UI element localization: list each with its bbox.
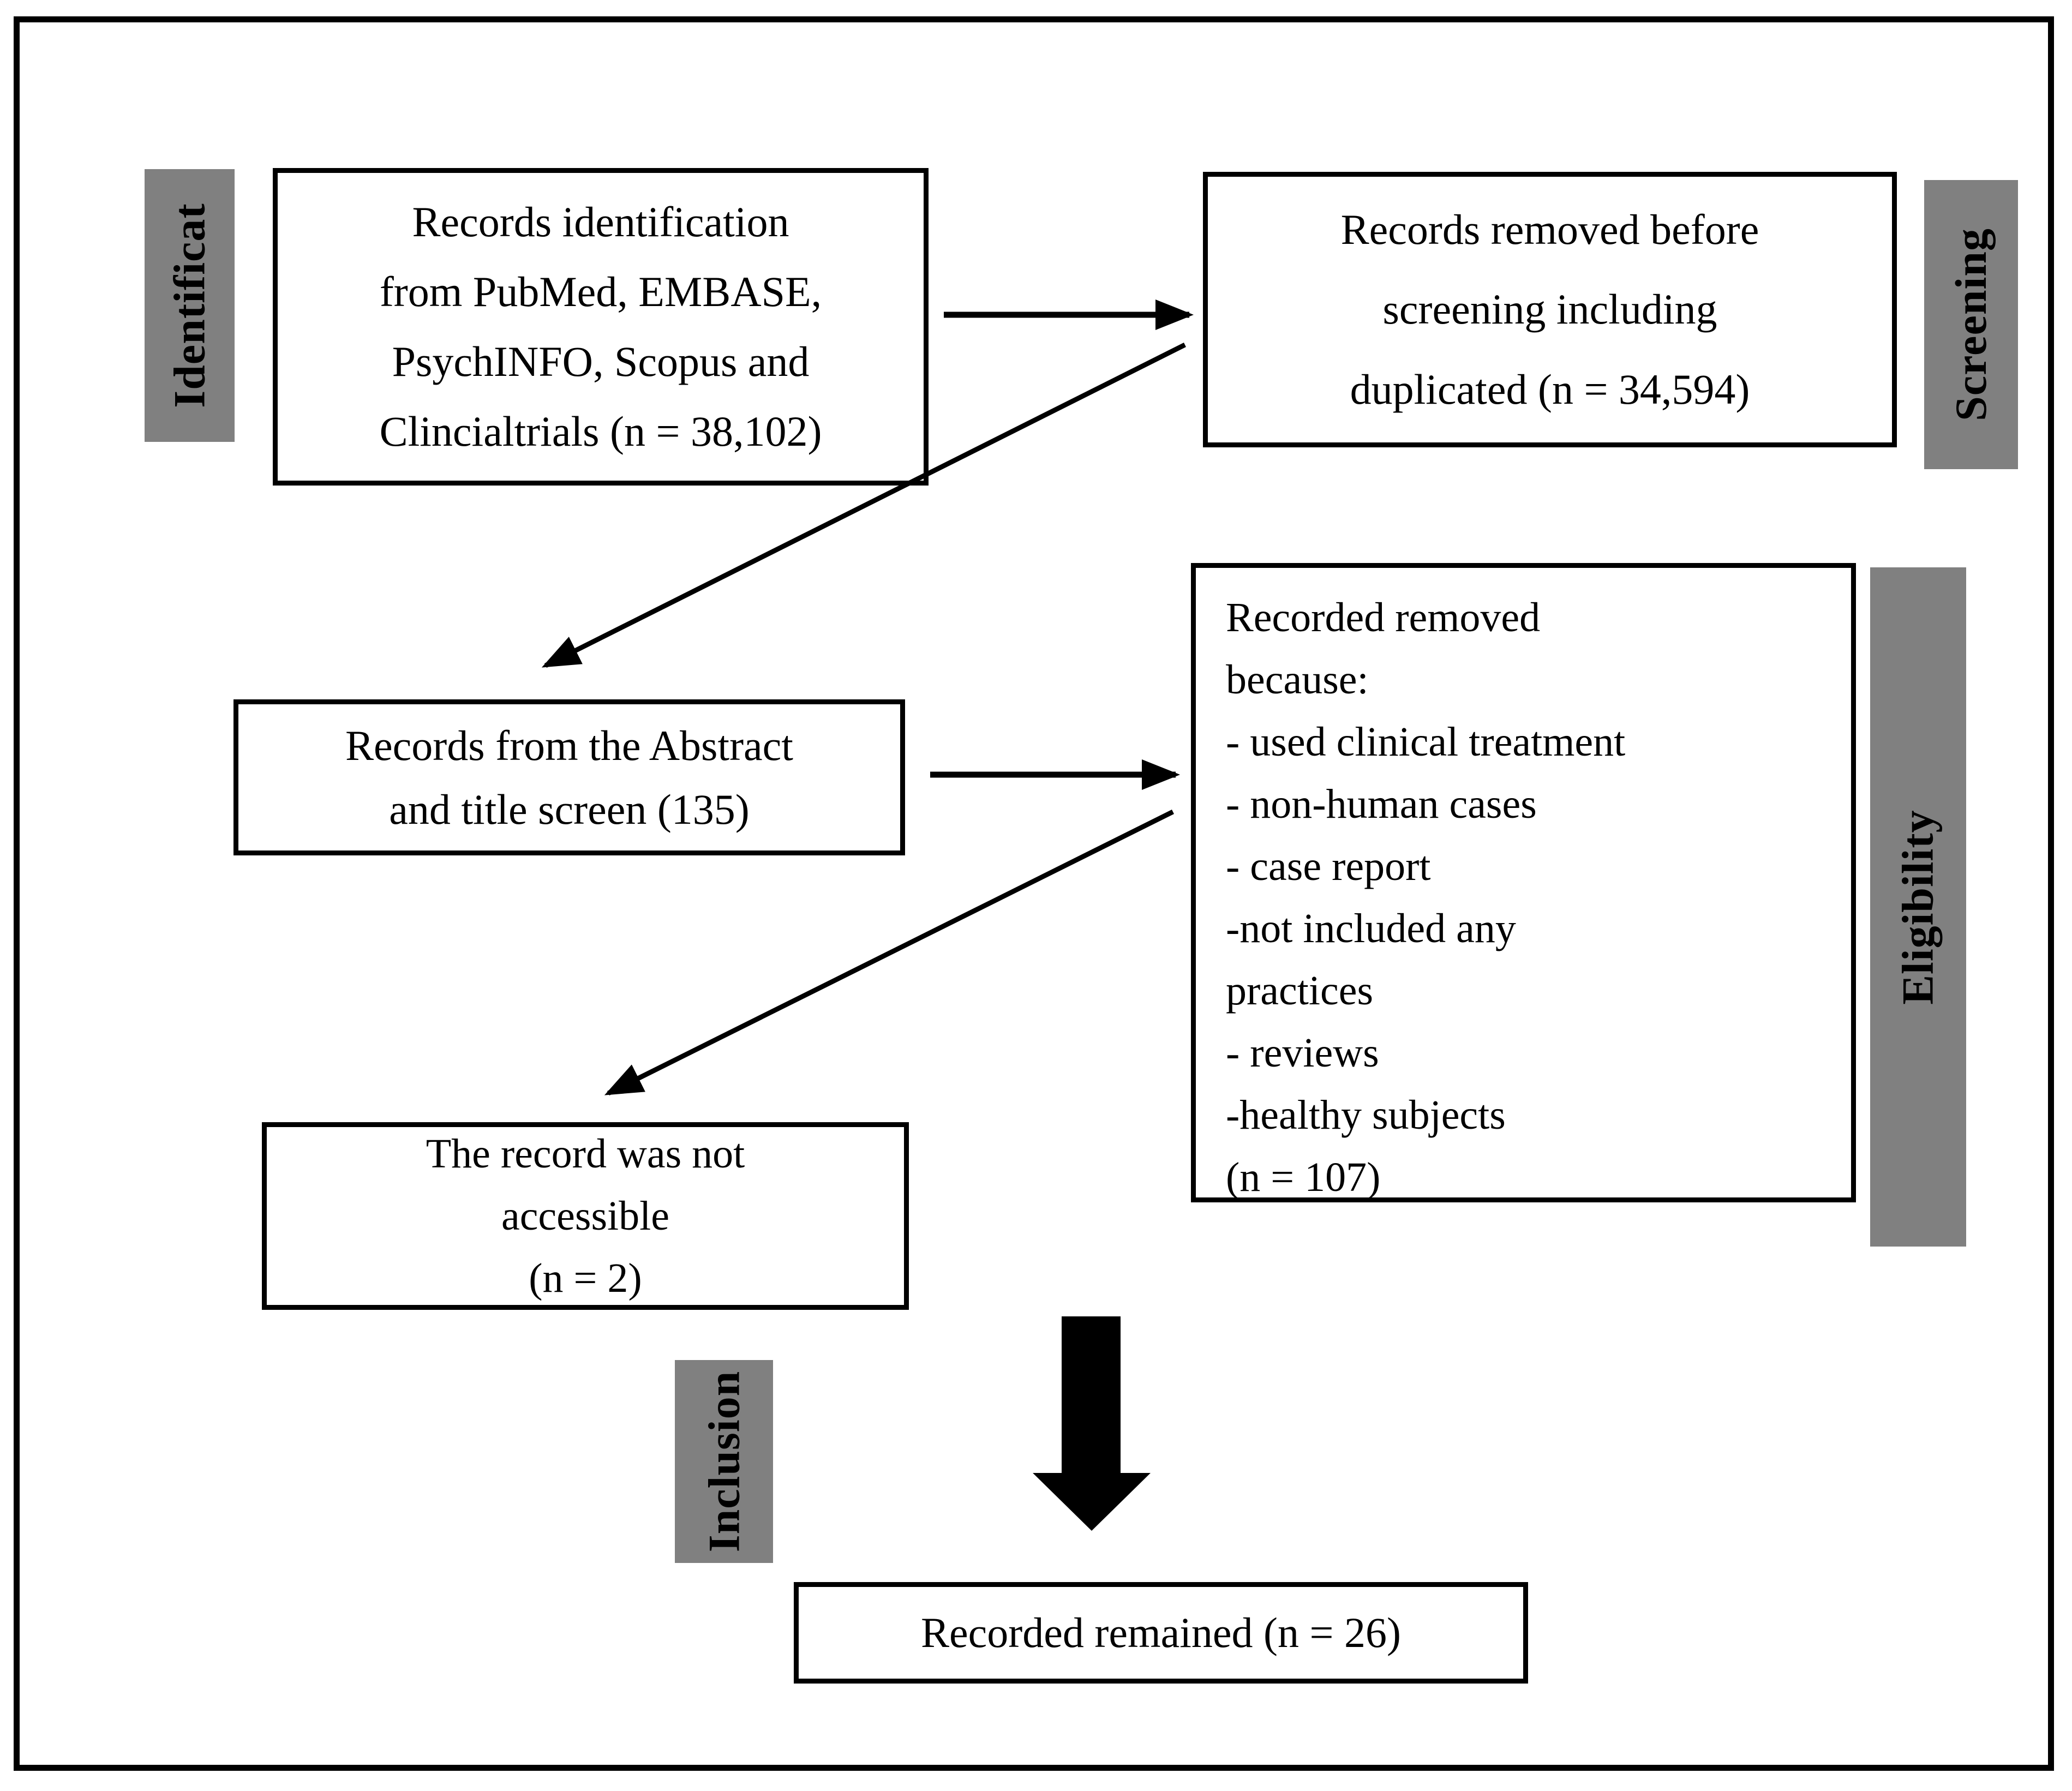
box-text-line: PsychINFO, Scopus and (392, 338, 810, 385)
box-text-line: practices (1226, 968, 1374, 1014)
stage-label-inclusion: Inclusion (699, 1370, 749, 1553)
box-text-line: Records from the Abstract (345, 722, 793, 769)
box-text-line: -not included any (1226, 906, 1516, 951)
stage-label-identification: Identificat (164, 203, 214, 408)
stage-bar-inclusion: Inclusion (675, 1360, 773, 1563)
box-text-line: The record was not (426, 1131, 745, 1177)
box-text-line: screening including (1382, 285, 1717, 333)
box-records-removed-because: Recorded removed because: - used clinical … (1191, 563, 1856, 1202)
box-text-line: Clincialtrials (n = 38,102) (379, 407, 822, 455)
box-text-line: Records identification (412, 198, 789, 246)
box-text-line: (n = 107) (1226, 1154, 1381, 1200)
box-record-not-accessible: The record was not accessible (n = 2) (262, 1122, 909, 1310)
stage-label-screening: Screening (1946, 228, 1996, 421)
box-records-removed-before-screening: Records removed before screening includin… (1203, 172, 1897, 447)
stage-bar-screening: Screening (1924, 180, 2018, 469)
box-text-line: - case report (1226, 843, 1431, 889)
stage-bar-eligibility: Eligibility (1870, 567, 1966, 1247)
box-text-line: Recorded remained (n = 26) (921, 1609, 1401, 1656)
stage-label-eligibility: Eligibility (1893, 809, 1943, 1005)
box-records-identification: Records identification from PubMed, EMBAS… (273, 168, 929, 486)
box-text-line: -healthy subjects (1226, 1092, 1506, 1138)
box-text-line: duplicated (n = 34,594) (1350, 365, 1750, 413)
box-text-line: from PubMed, EMBASE, (379, 268, 822, 316)
box-text-line: - reviews (1226, 1030, 1379, 1076)
box-text-line: because: (1226, 657, 1369, 703)
box-text-line: Records removed before (1340, 205, 1759, 253)
box-records-abstract-title-screen: Records from the Abstract and title scree… (233, 699, 905, 855)
box-text-line: Recorded removed (1226, 595, 1541, 640)
stage-bar-identification: Identificat (145, 169, 235, 442)
box-text-line: - used clinical treatment (1226, 719, 1626, 765)
box-records-remained: Recorded remained (n = 26) (794, 1582, 1528, 1684)
box-text-line: (n = 2) (529, 1255, 642, 1301)
outer-border (14, 16, 2054, 1771)
box-text-line: - non-human cases (1226, 781, 1537, 827)
box-text-line: accessible (501, 1193, 670, 1239)
box-text-line: and title screen (135) (389, 786, 750, 833)
